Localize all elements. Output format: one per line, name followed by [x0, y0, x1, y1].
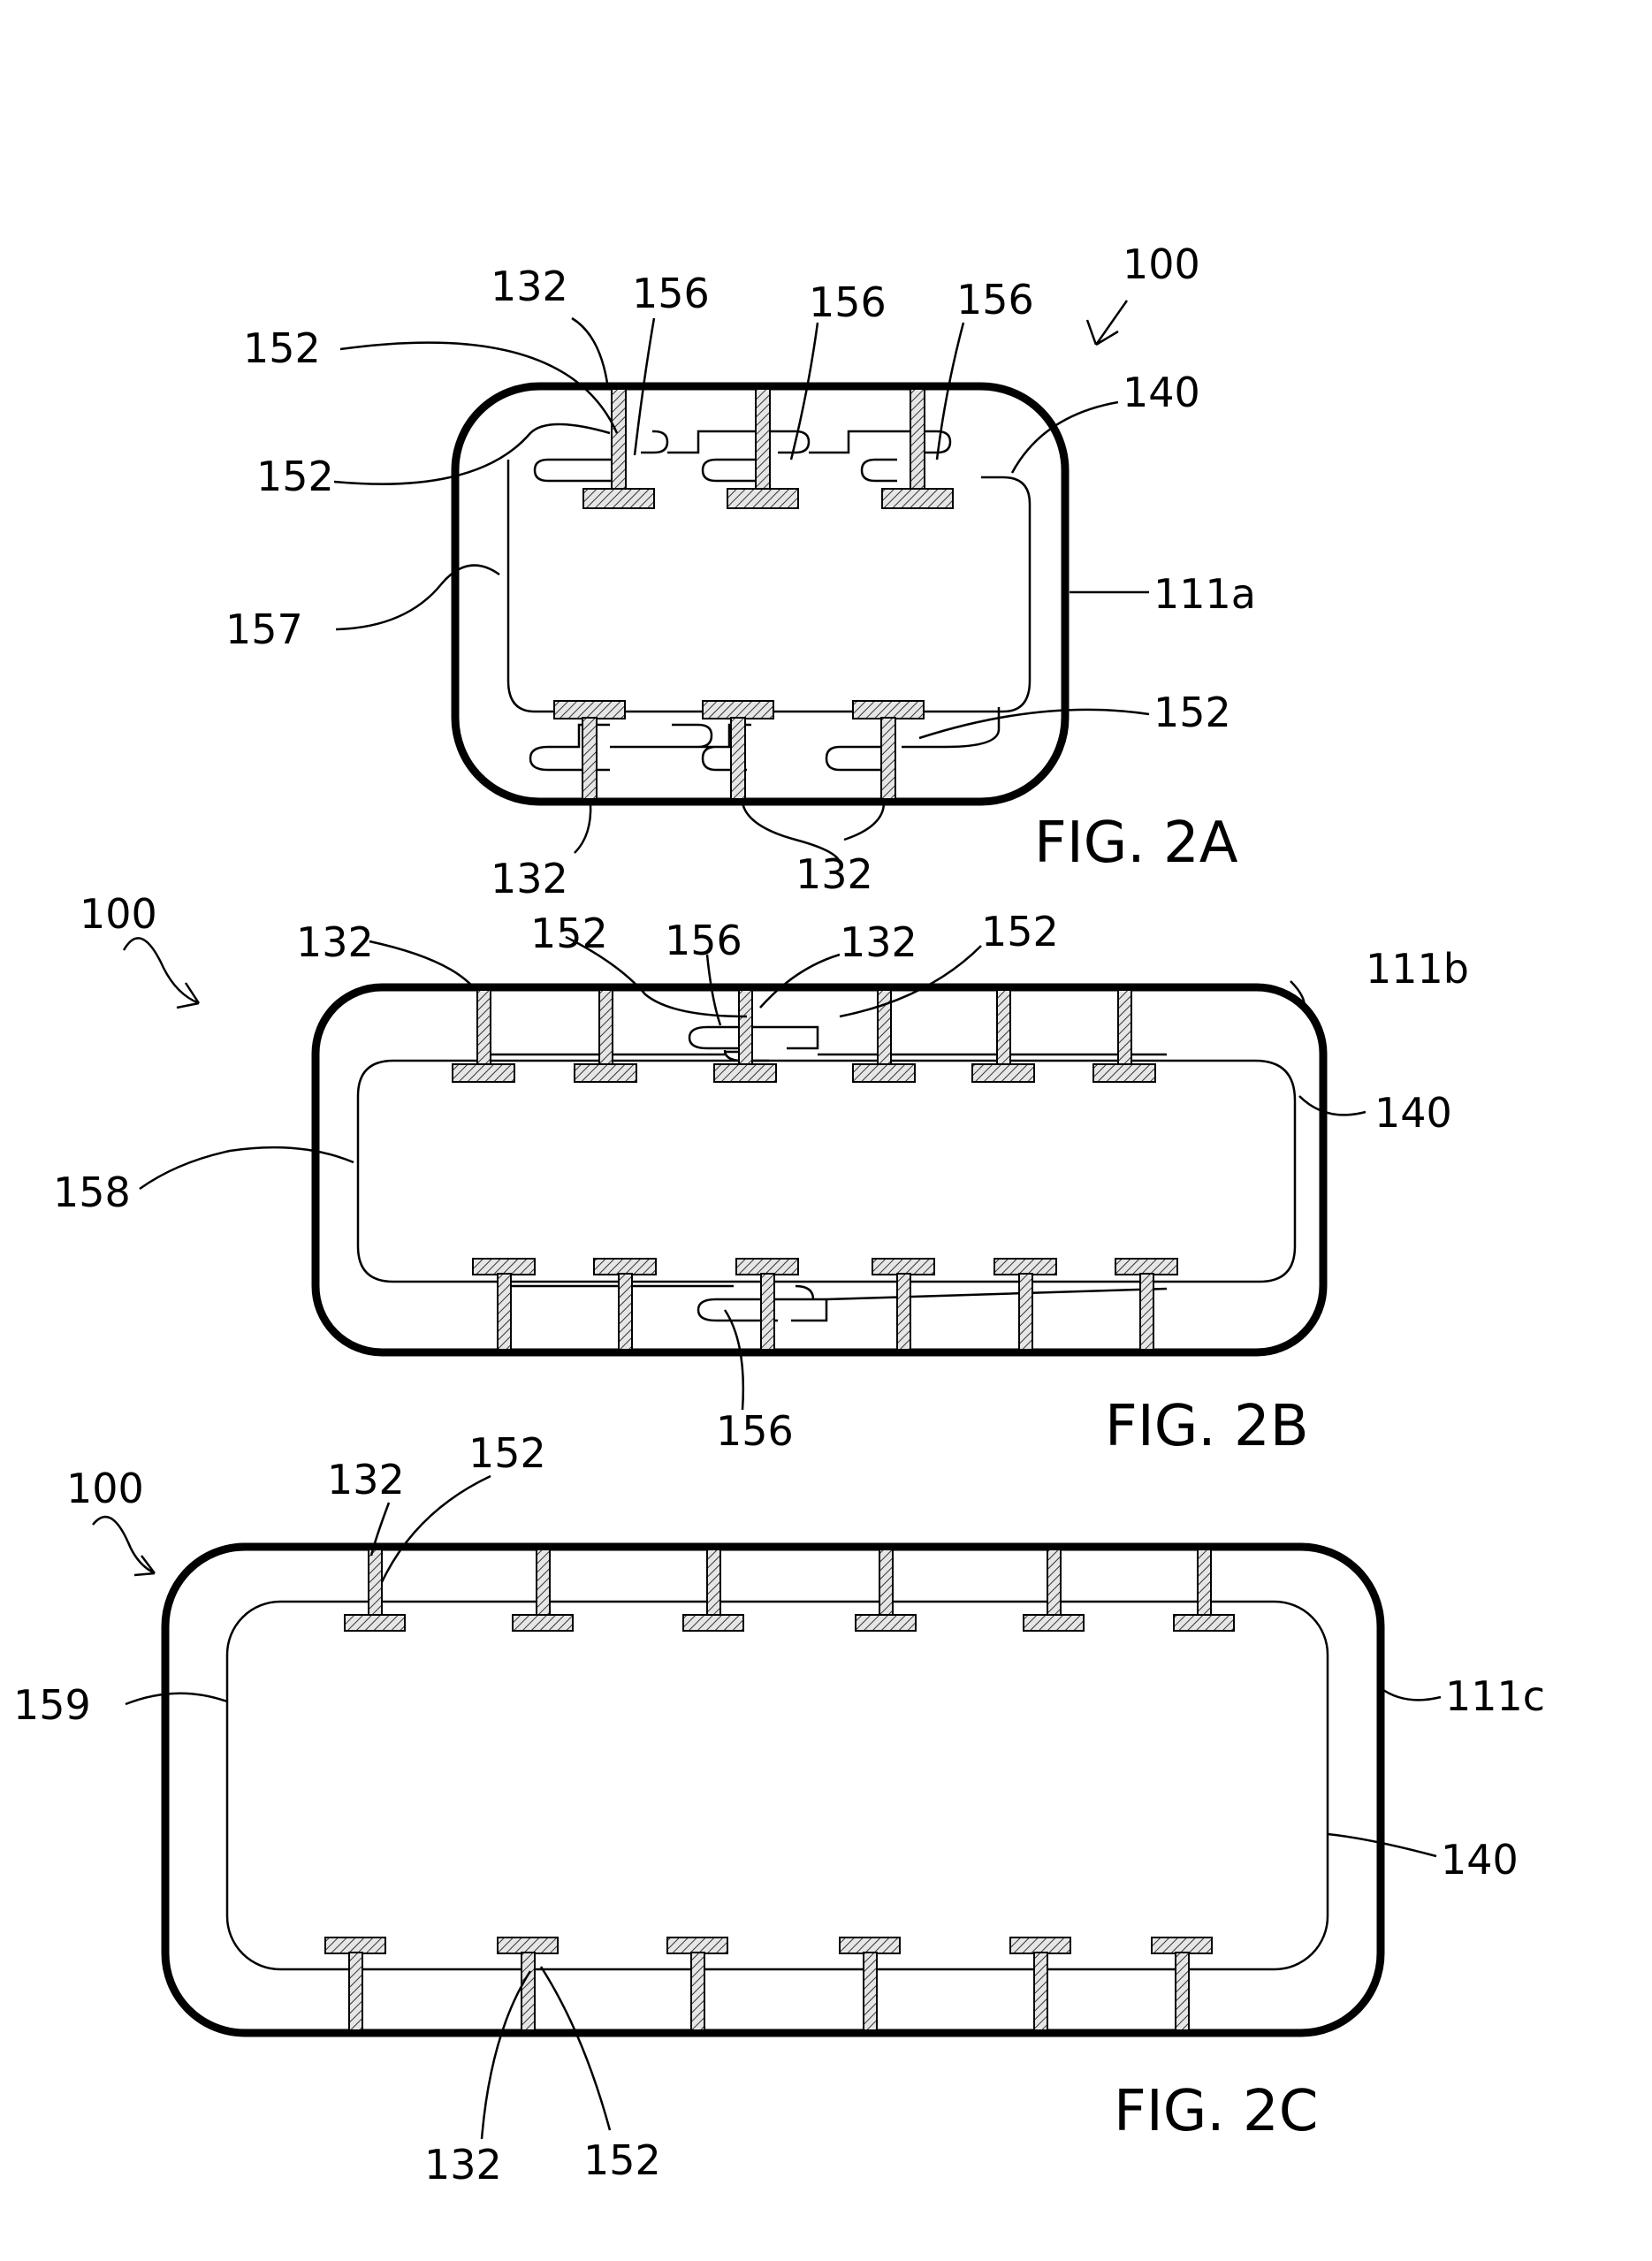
label-132-bottom-left-2a: 132: [491, 855, 568, 902]
label-158: 158: [53, 1169, 131, 1216]
inner-wrap-140: [358, 1061, 1295, 1282]
label-111b: 111b: [1366, 945, 1469, 993]
label-132-bottom-2c: 132: [424, 2141, 502, 2189]
caption-fig-2c: FIG. 2C: [1114, 2079, 1318, 2144]
figure-2b: 100 132 152 156 132 152 111b 140 158 156…: [53, 890, 1469, 1459]
label-152-top-2c: 152: [468, 1429, 546, 1477]
label-111a: 111a: [1153, 570, 1256, 618]
label-152-left-2b: 152: [530, 910, 608, 957]
figure-2a: 100 132 156 156 156 152 152 140 157 111a…: [225, 240, 1256, 902]
label-132-top-2a: 132: [491, 263, 568, 310]
folded-wire-top-2b: [486, 1027, 1167, 1061]
label-152-bottom-2a: 152: [1153, 689, 1231, 736]
label-140-2a: 140: [1123, 369, 1200, 416]
tab-set-top-2c: [345, 1549, 1234, 1631]
label-156-top-2b: 156: [665, 917, 742, 964]
tab-set-bottom-2c: [325, 1937, 1212, 2030]
label-152-lower-2a: 152: [256, 453, 334, 500]
tab-set-bottom-2b: [473, 1259, 1177, 1350]
label-100-2a: 100: [1123, 240, 1200, 288]
label-156-c: 156: [956, 276, 1034, 324]
label-132-left-2b: 132: [296, 918, 374, 966]
tab-set-top-2b: [453, 990, 1155, 1082]
label-152-right-2b: 152: [981, 908, 1059, 955]
tab-set-top-2a: [583, 389, 953, 508]
label-152-bottom-2c: 152: [583, 2136, 661, 2184]
label-140-2b: 140: [1374, 1089, 1452, 1137]
label-157: 157: [225, 605, 303, 653]
caption-fig-2a: FIG. 2A: [1034, 811, 1238, 876]
caption-fig-2b: FIG. 2B: [1105, 1394, 1309, 1459]
housing-111b: [316, 987, 1323, 1352]
label-100-2b: 100: [80, 890, 157, 938]
figure-2c: 100 132 152 159 111c 140 132 152 FIG. 2C: [13, 1429, 1545, 2189]
folded-wire-bottom-2b: [504, 1286, 1167, 1321]
label-140-2c: 140: [1441, 1836, 1519, 1884]
label-132-top-2c: 132: [327, 1456, 405, 1504]
label-132-center-2b: 132: [840, 918, 917, 966]
label-132-bottom-right-2a: 132: [796, 850, 873, 898]
label-152-upper-2a: 152: [243, 324, 321, 372]
folded-wire-top-lower: [535, 460, 897, 481]
tab-set-bottom-2a: [554, 701, 924, 799]
label-111c: 111c: [1445, 1672, 1545, 1720]
label-156-b: 156: [809, 278, 887, 326]
label-100-2c: 100: [66, 1465, 144, 1512]
label-156-a: 156: [632, 270, 710, 317]
label-159: 159: [13, 1681, 91, 1729]
inner-wrap-140: [227, 1602, 1328, 1969]
label-156-bottom-2b: 156: [716, 1407, 794, 1455]
